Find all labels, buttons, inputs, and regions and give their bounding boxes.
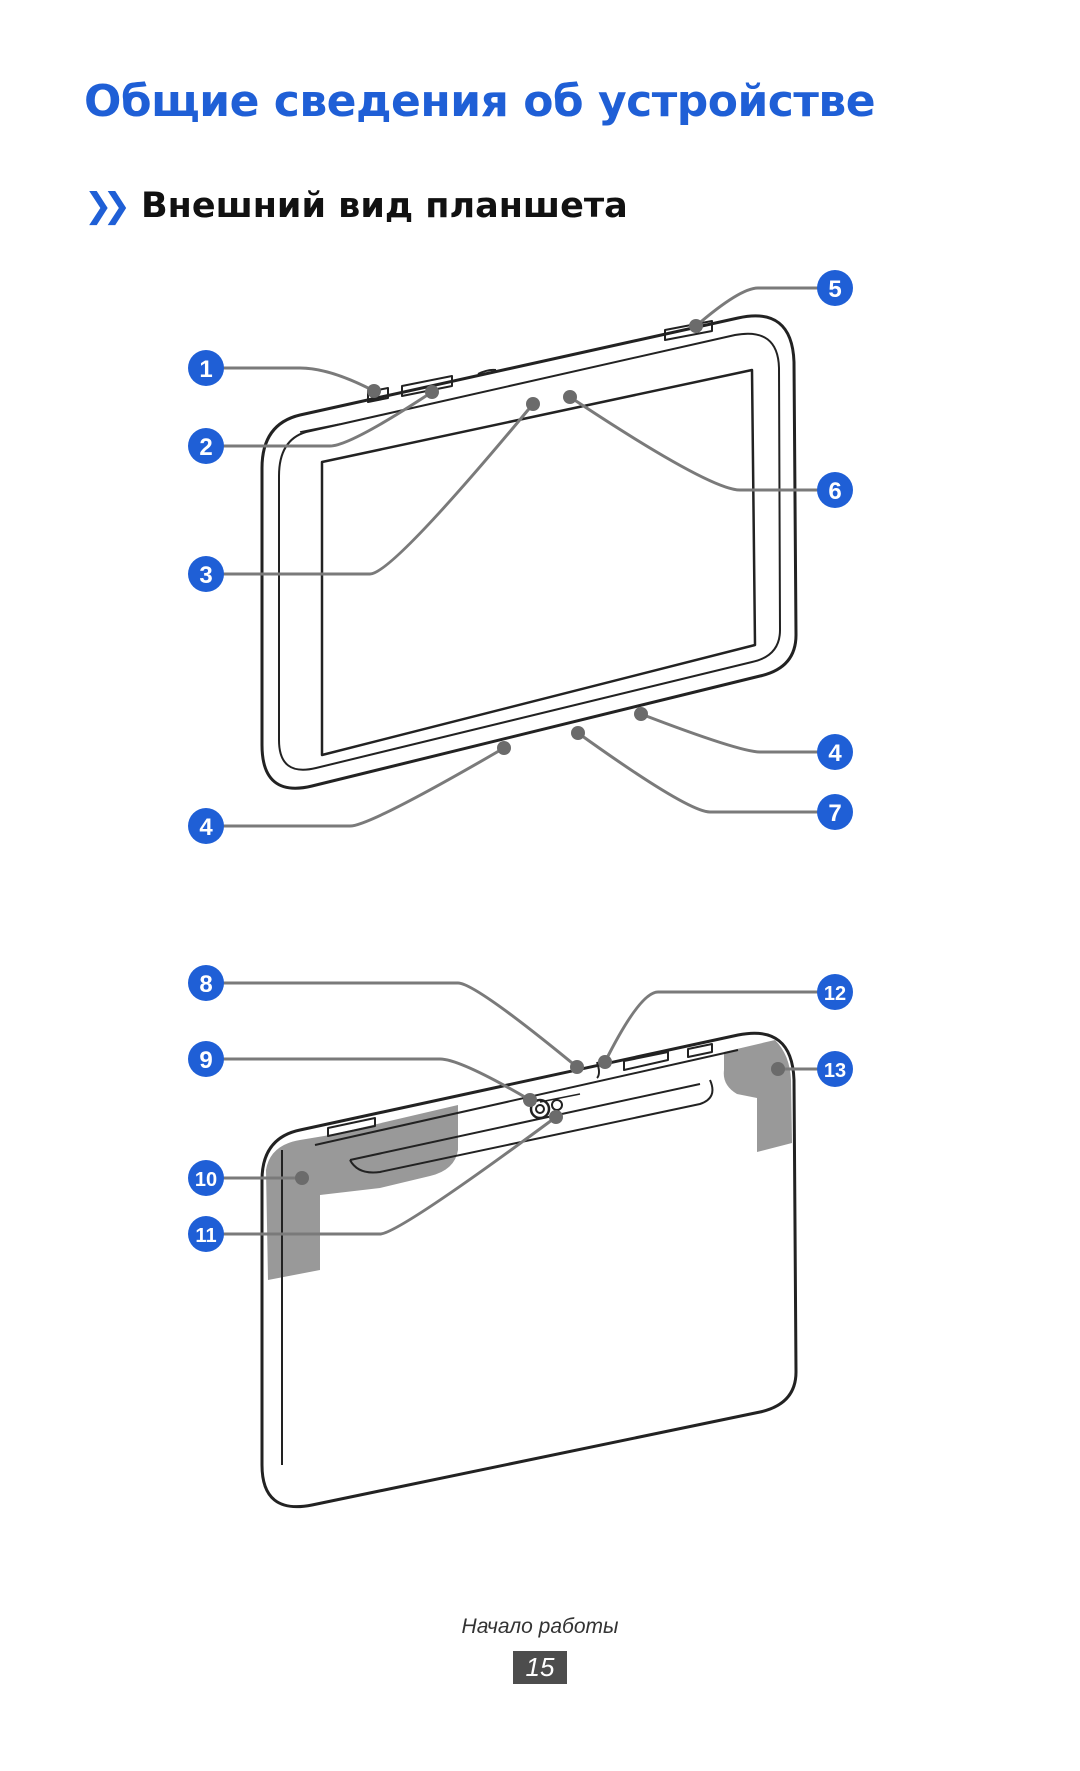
callout-5-label: 5 xyxy=(828,276,841,303)
callout-3-label: 3 xyxy=(199,562,212,589)
footer-section-label: Начало работы xyxy=(461,1615,619,1638)
callout-7: 7 xyxy=(817,794,853,830)
callout-13-label: 13 xyxy=(824,1060,846,1082)
callout-11-label: 11 xyxy=(195,1225,216,1247)
callout-1: 1 xyxy=(188,350,224,386)
callout-11: 11 xyxy=(188,1216,224,1252)
callout-9-label: 9 xyxy=(199,1047,212,1074)
callout-8: 8 xyxy=(188,965,224,1001)
section-title: ❯❯ Внешний вид планшета xyxy=(84,186,628,226)
chevron-right-icon: ❯❯ xyxy=(84,186,131,226)
callout-4-right: 4 xyxy=(817,734,853,770)
tablet-front-view xyxy=(260,314,798,790)
callout-12: 12 xyxy=(817,974,853,1010)
callout-9: 9 xyxy=(188,1041,224,1077)
callout-5: 5 xyxy=(817,270,853,306)
callout-12-label: 12 xyxy=(824,983,846,1005)
leader-lines xyxy=(204,286,819,1236)
callout-2-label: 2 xyxy=(199,434,212,461)
callout-4-right-label: 4 xyxy=(828,740,842,767)
tablet-rear-view xyxy=(260,1031,798,1509)
callout-8-label: 8 xyxy=(199,971,212,998)
callout-3: 3 xyxy=(188,556,224,592)
callout-1-label: 1 xyxy=(199,356,212,383)
callout-4-left-label: 4 xyxy=(199,814,213,841)
page-title: Общие сведения об устройстве xyxy=(84,76,876,127)
speaker-areas xyxy=(266,1040,792,1280)
callout-10: 10 xyxy=(188,1160,224,1196)
page-number: 15 xyxy=(513,1651,567,1684)
callout-7-label: 7 xyxy=(828,800,841,827)
section-title-text: Внешний вид планшета xyxy=(140,186,628,226)
callout-6-label: 6 xyxy=(828,478,841,505)
callout-2: 2 xyxy=(188,428,224,464)
leader-dots xyxy=(295,319,785,1185)
callout-13: 13 xyxy=(817,1051,853,1087)
callout-badges: 1 2 3 4 5 6 4 7 8 9 10 11 12 13 xyxy=(188,270,853,1252)
callout-10-label: 10 xyxy=(195,1169,217,1191)
callout-6: 6 xyxy=(817,472,853,508)
callout-4-left: 4 xyxy=(188,808,224,844)
